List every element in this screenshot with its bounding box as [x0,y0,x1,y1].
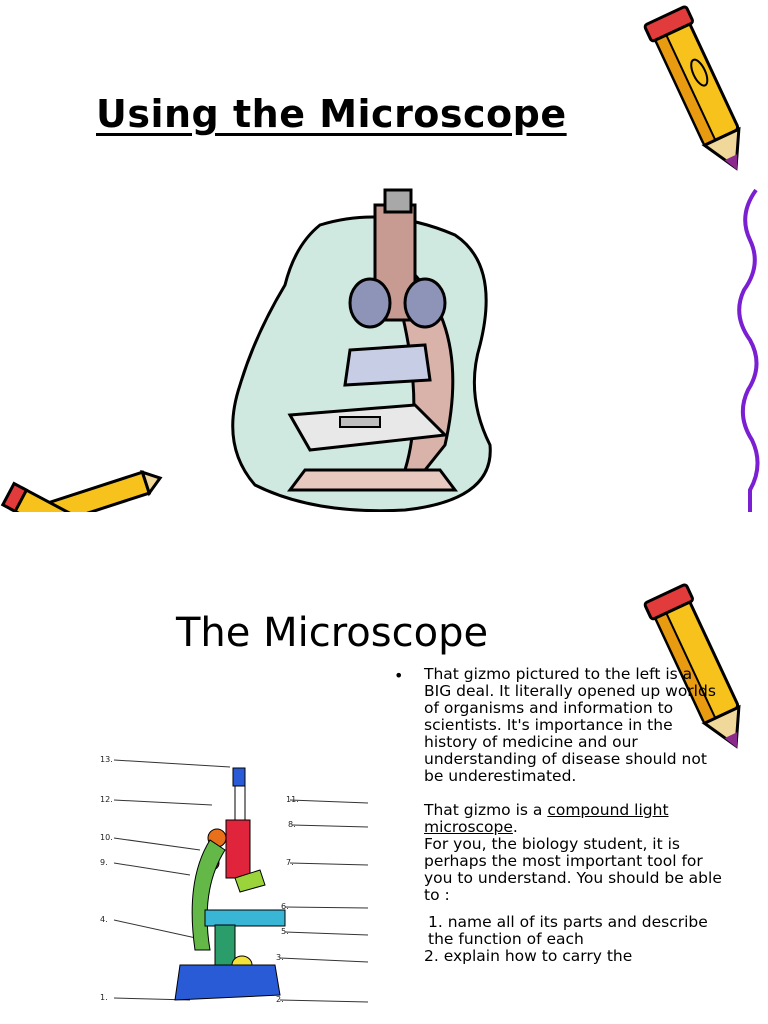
paragraph-compound-microscope: That gizmo is a compound light microscop… [424,802,724,836]
crossed-pencils-icon [0,469,163,512]
paragraph-student: For you, the biology student, it is perh… [424,835,722,904]
purple-squiggle-border [737,188,760,512]
slide2-title: The Microscope [176,610,489,656]
microscope-parts-diagram: 13. 12. 10. 9. 4. 1. 11. 8. 7. 6. 5. 3. … [100,755,369,1004]
list-item-2: 2. explain how to carry the [424,947,633,965]
paragraph-intro: That gizmo pictured to the left is a BIG… [424,665,716,785]
microscope-clipart [231,188,492,512]
diagram-label-9: 9. [100,858,108,867]
slide1-title: Using the Microscope [96,92,567,136]
pencil-icon [643,583,741,749]
diagram-label-8: 8. [288,820,296,829]
diagram-label-4: 4. [100,915,108,924]
diagram-label-1: 1. [100,993,108,1002]
p2-suffix: . [512,818,518,836]
diagram-label-11: 11. [286,795,299,804]
bullet-symbol: • [394,666,404,685]
slide-the-microscope: The Microscope • That gizmo pictured to … [0,580,768,1024]
diagram-label-12: 12. [100,795,113,804]
diagram-label-2: 2. [276,995,284,1004]
compound-microscope-term: compound light microscope [424,801,669,836]
slide-using-the-microscope: Using the Microscope [0,5,760,512]
pencil-icon [643,5,741,171]
p2-prefix: That gizmo is a [424,801,548,819]
slide2-body: That gizmo pictured to the left is a BIG… [424,666,724,965]
diagram-label-3: 3. [276,953,284,962]
diagram-label-5: 5. [281,927,289,936]
diagram-label-10: 10. [100,833,113,842]
diagram-label-7: 7. [286,858,294,867]
list-item-1: 1. name all of its parts and describe th… [428,913,708,948]
diagram-label-13: 13. [100,755,113,764]
diagram-label-6: 6. [281,902,289,911]
